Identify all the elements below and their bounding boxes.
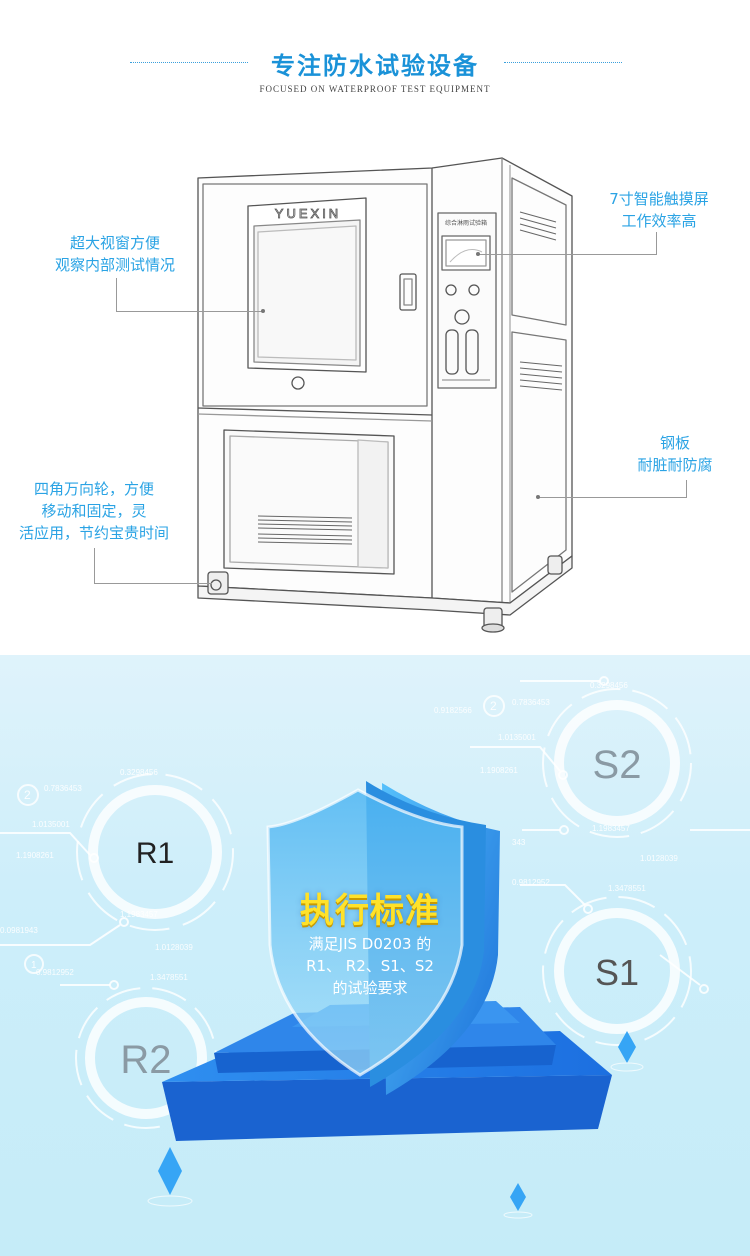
deco-number: 1.1983457 [120,910,158,919]
deco-number: 0.3298456 [120,768,158,777]
tech-ring-background: 0.3298456 0.7836453 1.0135001 1.1908261 … [0,676,750,1219]
panel-label: 综合淋雨试验箱 [445,219,487,227]
standard-line-3: 的试验要求 [332,979,408,997]
ring-label-s2: S2 [593,743,642,787]
deco-number: 1.0135001 [498,733,536,742]
ring-label-r2: R2 [120,1038,171,1082]
leader-screen-dot [476,252,480,256]
standard-line-2: R1、 R2、S1、S2 [306,957,434,975]
callout-wheels-line1: 四角万向轮，方便 [33,480,154,498]
callout-window-line1: 超大视窗方便 [69,234,160,252]
callout-wheels-line3: 活应用，节约宝贵时间 [18,524,169,542]
shield-icon [266,781,500,1095]
product-feature-section: 专注防水试验设备 FOCUSED ON WATERPROOF TEST EQUI… [4,52,740,633]
callout-screen-line2: 工作效率高 [621,212,697,230]
callout-wheels: 四角万向轮，方便 移动和固定，灵 活应用，节约宝贵时间 [4,478,184,544]
header-divider-left [130,62,248,63]
deco-number: 1.0128039 [640,854,678,863]
deco-number: 1.1983457 [592,824,630,833]
deco-number: 2 [490,699,497,713]
deco-number: 0.9812952 [512,878,550,887]
leader-screen-h [478,254,656,255]
section-subtitle: FOCUSED ON WATERPROOF TEST EQUIPMENT [259,84,491,94]
leader-wheel-h [94,583,212,584]
callout-window-line2: 观察内部测试情况 [54,256,175,274]
leader-wheel-v [94,548,95,584]
leader-window-dot [261,309,265,313]
leader-window-v [116,278,117,312]
leader-steel-v [686,480,687,498]
deco-number: 1 [31,960,37,971]
callout-wheels-line2: 移动和固定，灵 [41,502,147,520]
deco-number: 0.9182566 [434,706,472,715]
deco-number: 1.3478551 [608,884,646,893]
deco-number: 0.7836453 [44,784,82,793]
leader-window-h [116,311,262,312]
brand-lettering: YUEXIN [275,206,341,221]
callout-window: 超大视窗方便 观察内部测试情况 [30,232,200,276]
deco-number: 1.1908261 [480,766,518,775]
callout-screen-line1: 7寸智能触摸屏 [609,190,709,208]
section-title: 专注防水试验设备 [271,52,479,80]
standard-section: 0.3298456 0.7836453 1.0135001 1.1908261 … [0,655,750,1256]
deco-number: 1.0128039 [155,943,193,952]
callout-steel-line2: 耐脏耐防腐 [637,456,713,474]
deco-number: 0.0981943 [0,926,38,935]
deco-number: 0.3298456 [590,681,628,690]
deco-number: 0.7836453 [512,698,550,707]
ring-label-s1: S1 [595,952,639,993]
leader-screen-v [656,232,657,255]
callout-steel-line1: 钢板 [659,434,690,452]
leader-steel-h [538,497,686,498]
ring-label-r1: R1 [136,837,174,870]
deco-number: 343 [512,838,526,847]
deco-number: 1.1908261 [16,851,54,860]
leader-steel-dot [536,495,540,499]
deco-number: 1.3478551 [150,973,188,982]
deco-number: 1.0135001 [32,820,70,829]
header-divider-right [504,62,622,63]
standard-title: 执行标准 [300,891,440,931]
callout-steel: 钢板 耐脏耐防腐 [610,432,740,476]
deco-number: 0.9812952 [36,968,74,977]
standard-line-1: 满足JIS D0203 的 [308,935,432,953]
callout-screen: 7寸智能触摸屏 工作效率高 [584,188,734,232]
deco-number: 2 [24,788,31,802]
test-chamber-illustration: YUEXIN 综合淋雨试验箱 [197,157,573,633]
